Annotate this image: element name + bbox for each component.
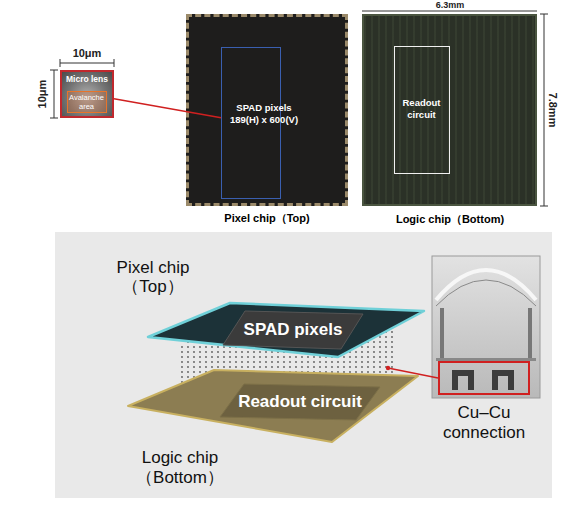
dimension-line [544, 14, 545, 206]
dimension-label: 10μm [67, 47, 107, 59]
pixel-wall [528, 308, 532, 360]
pixel-unit-box: Micro lensAvalanche area [60, 70, 114, 118]
spad-array-3d: SPAD pixels [223, 311, 363, 349]
shape-fill [148, 303, 424, 357]
shape-fill [220, 384, 380, 420]
spad-array-region: SPAD pixels 189(H) x 600(V) [221, 47, 281, 199]
dimension-tick [114, 59, 115, 67]
chip-caption: Logic chip（Bottom) [352, 212, 548, 227]
dimension-tick [60, 59, 61, 67]
region-label: Readout circuit [395, 97, 448, 121]
micro-lens-arc [436, 270, 536, 300]
logic-chip: Logic chip（Bottom)Readout circuit [362, 14, 537, 206]
pixel-wall [440, 308, 444, 360]
panel-background [55, 232, 552, 498]
region-label: SPAD pixels 189(H) x 600(V) [222, 102, 306, 126]
dimension-tick [50, 118, 58, 119]
readout-region: Readout circuit [394, 46, 450, 174]
cu-pad [492, 370, 514, 390]
micro-lens-arc [436, 280, 536, 306]
shape-fill [128, 370, 418, 442]
pixel-chip-3d: Pixel chip （Top）SPAD pixels [148, 303, 424, 358]
readout-region-3d: Readout circuit [220, 384, 380, 420]
dimension-label: 7.8mm [546, 85, 560, 135]
leader-dot [386, 366, 390, 370]
dimension-tick [540, 206, 548, 207]
chip-heading: Pixel chip （Top） [98, 258, 208, 296]
chip-caption: Pixel chip（Top) [169, 211, 365, 226]
avalanche-area-box: Avalanche area [67, 91, 107, 113]
leader-connector [114, 99, 221, 118]
cu-cu-highlight-box: Cu–Cu connection [438, 361, 530, 395]
region-label: SPAD pixels [223, 320, 363, 340]
cu-pad [452, 370, 474, 390]
dimension-line [362, 11, 537, 12]
logic-chip-3d: Logic chip （Bottom）Readout circuit [128, 370, 418, 442]
dimension-tick [50, 70, 58, 71]
dimension-line [54, 70, 55, 118]
callout-label: Cu–Cu connection [426, 403, 542, 443]
dimension-label: 10μm [35, 74, 49, 114]
shape-fill [223, 311, 363, 349]
dimension-line [60, 63, 114, 64]
chip-heading: Logic chip （Bottom） [120, 448, 240, 488]
cross-section-image [432, 256, 540, 398]
part-label: Micro lens [62, 74, 112, 84]
pixel-chip: Pixel chip（Top)SPAD pixels 189(H) x 600(… [186, 14, 348, 206]
dimension-label: 6.3mm [420, 0, 480, 10]
region-label: Readout circuit [220, 392, 380, 412]
part-label: Avalanche area [68, 93, 105, 111]
dimension-tick [540, 14, 548, 15]
connector-line [114, 99, 221, 118]
